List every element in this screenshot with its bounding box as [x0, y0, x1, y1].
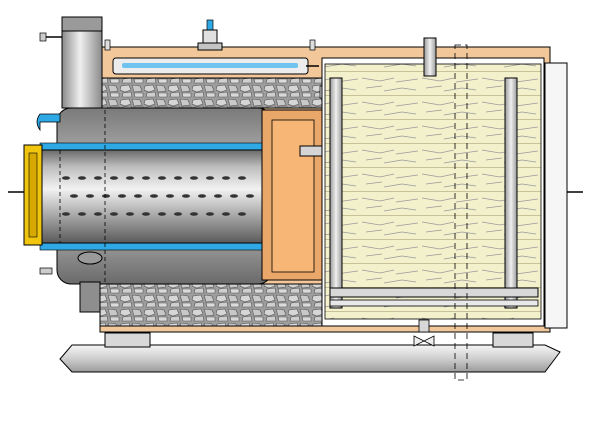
top-stub-left — [104, 39, 111, 51]
burner-door-icon — [8, 144, 43, 246]
top-stub-right — [309, 39, 316, 51]
perforation-hole — [190, 176, 198, 180]
perforation-hole — [158, 176, 166, 180]
perforation-hole — [86, 194, 94, 198]
fire-tube-holes — [62, 176, 254, 216]
perforation-hole — [126, 176, 134, 180]
perforation-hole — [78, 212, 86, 216]
perforation-hole — [198, 194, 206, 198]
perforation-hole — [110, 212, 118, 216]
heating-coil — [112, 57, 319, 75]
perforation-hole — [62, 176, 70, 180]
perforation-hole — [174, 176, 182, 180]
perforation-hole — [134, 194, 142, 198]
perforation-hole — [78, 176, 86, 180]
perforation-hole — [174, 212, 182, 216]
perforation-hole — [246, 194, 254, 198]
chimney-icon — [39, 16, 103, 109]
perforation-hole — [238, 176, 246, 180]
inspection-port — [77, 251, 103, 265]
perforation-hole — [94, 176, 102, 180]
perforation-hole — [166, 194, 174, 198]
firebox — [261, 109, 333, 281]
valve-icon — [197, 19, 223, 51]
stone-bed-icon — [99, 77, 326, 109]
perforation-hole — [94, 212, 102, 216]
perforation-hole — [150, 194, 158, 198]
perforation-hole — [158, 212, 166, 216]
perforation-hole — [206, 176, 214, 180]
perforation-hole — [214, 194, 222, 198]
perforation-hole — [110, 176, 118, 180]
fire-tube-icon — [39, 110, 271, 282]
perforation-hole — [222, 212, 230, 216]
perforation-hole — [238, 212, 246, 216]
vertical-pipes — [329, 37, 539, 309]
perforation-hole — [206, 212, 214, 216]
drain-stub — [39, 267, 53, 275]
perforation-hole — [70, 194, 78, 198]
drain-valve-icon — [413, 319, 435, 347]
perforation-hole — [142, 176, 150, 180]
perforation-hole — [230, 194, 238, 198]
perforation-hole — [190, 212, 198, 216]
perforation-hole — [182, 194, 190, 198]
perforation-hole — [142, 212, 150, 216]
section-line — [454, 44, 468, 381]
perforation-hole — [222, 176, 230, 180]
perforation-hole — [62, 212, 70, 216]
stone-bed-bottom — [99, 283, 326, 327]
perforation-hole — [102, 194, 110, 198]
perforation-hole — [126, 212, 134, 216]
support-skid-icon — [59, 332, 561, 373]
perforation-hole — [118, 194, 126, 198]
